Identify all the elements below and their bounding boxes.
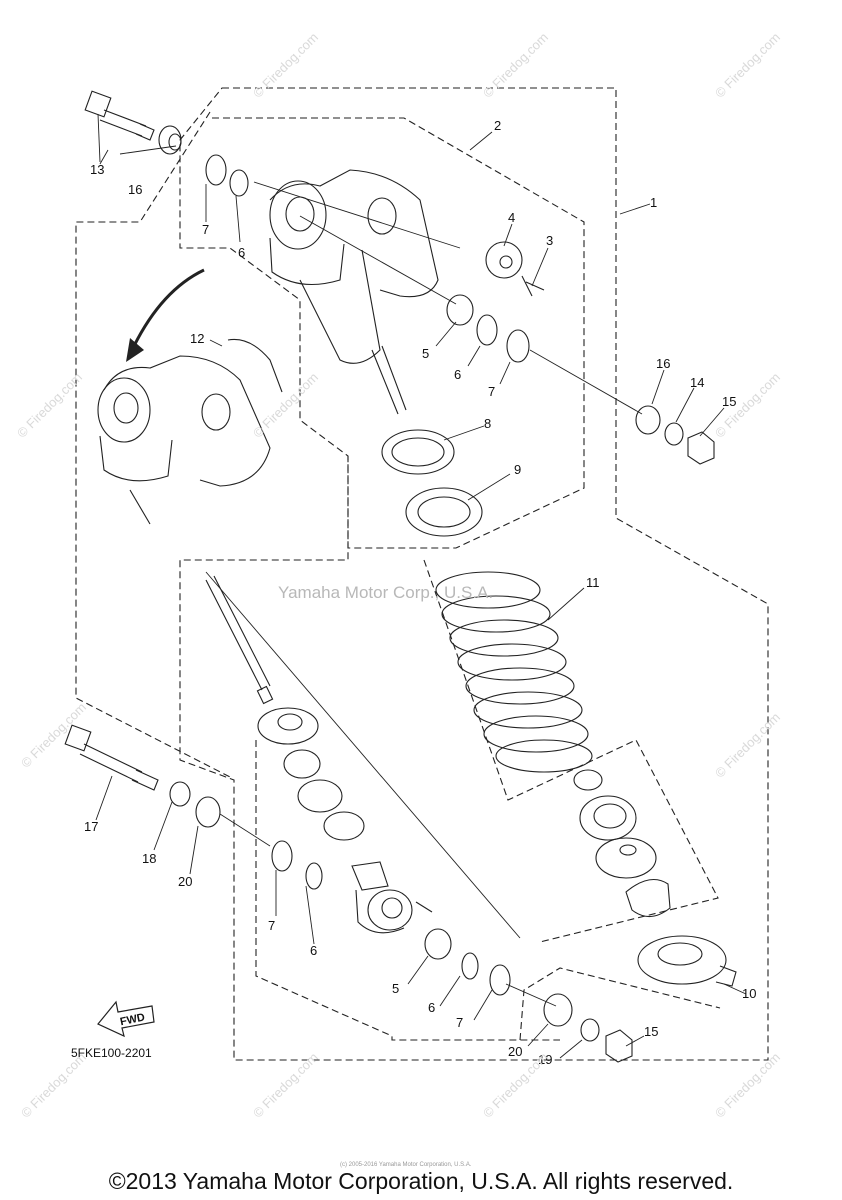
rotation-arrow	[132, 268, 205, 347]
fwd-label: FWD	[119, 1011, 146, 1028]
bearing-7-top-drawing	[205, 154, 227, 186]
leader-lines	[95, 113, 747, 1059]
group-outline-damper	[255, 740, 560, 1041]
circlip-6-lower-left-drawing	[305, 862, 323, 890]
callout-15: 15	[722, 394, 736, 409]
bolt-17-drawing	[64, 724, 159, 791]
bearing-7-lower-right-drawing	[489, 964, 511, 996]
collar-16-right-drawing	[635, 405, 661, 435]
nut-15-lower-drawing	[605, 1029, 633, 1063]
callout-14: 14	[690, 375, 704, 390]
bushing-5-upper-drawing	[446, 294, 474, 326]
callout-13: 13	[90, 162, 104, 177]
spring-stopper-10-drawing	[637, 935, 727, 985]
adjuster-9-drawing	[405, 487, 483, 537]
watermark-center: Yamaha Motor Corp., U.S.A.	[278, 583, 494, 602]
callout-labels: 1 2 3 4 5 6 6 7 7 8 9 10 11 12 13 14 15 …	[84, 118, 756, 1067]
forward-arrow: FWD	[97, 1000, 155, 1038]
callout-7: 7	[456, 1015, 463, 1030]
callout-5: 5	[422, 346, 429, 361]
callout-4: 4	[508, 210, 515, 225]
callout-16: 16	[656, 356, 670, 371]
cap-drawing	[625, 878, 671, 918]
callout-17: 17	[84, 819, 98, 834]
collar-20-left-drawing	[195, 796, 221, 828]
callout-7: 7	[202, 222, 209, 237]
callout-3: 3	[546, 233, 553, 248]
circlip-6-lower-right-drawing	[461, 952, 479, 980]
spring-seat-ring-drawing	[573, 769, 603, 791]
locknut-8-inner	[391, 437, 445, 467]
spring-stopper-10-inner	[657, 942, 703, 966]
tiny-copyright: (c) 2005-2016 Yamaha Motor Corporation, …	[340, 1162, 472, 1168]
washer-18-drawing	[169, 781, 191, 807]
callout-1: 1	[650, 195, 657, 210]
collar-20-lower-right-drawing	[543, 993, 573, 1027]
callout-20: 20	[178, 874, 192, 889]
callout-19: 19	[538, 1052, 552, 1067]
bearing-7-lower-left-drawing	[271, 840, 293, 872]
washer-14-drawing	[664, 422, 684, 446]
callout-10: 10	[742, 986, 756, 1001]
group-outline-spring	[423, 559, 719, 943]
adjuster-9-inner	[417, 496, 471, 528]
bolt-13-drawing	[84, 90, 155, 141]
circlip-6-top-drawing	[229, 169, 249, 197]
nut-15-right-drawing	[687, 431, 715, 465]
group-outline-lower	[519, 967, 721, 1041]
group-outline-1	[179, 87, 769, 1061]
circlip-6-right-drawing	[476, 314, 498, 346]
spring-11-drawing	[435, 571, 593, 773]
bump-stopper-inner	[619, 844, 637, 856]
adjuster-4-drawing	[485, 241, 523, 279]
group-outline-left	[75, 111, 233, 779]
callout-7: 7	[488, 384, 495, 399]
callout-6: 6	[238, 245, 245, 260]
damper-seal-3-drawing	[323, 811, 365, 841]
bearing-7-right-drawing	[506, 329, 530, 363]
callout-8: 8	[484, 416, 491, 431]
damper-seal-1-drawing	[257, 707, 319, 745]
copyright-footer: ©2013 Yamaha Motor Corporation, U.S.A. A…	[108, 1168, 734, 1194]
washer-19-drawing	[580, 1018, 600, 1042]
shock-assembly-12-drawing	[97, 338, 283, 525]
callout-2: 2	[494, 118, 501, 133]
bump-stopper-drawing	[595, 837, 657, 879]
group-outline-2	[212, 117, 585, 549]
shock-absorber-body-drawing	[269, 169, 439, 415]
adjuster-4-hub	[499, 255, 513, 269]
locknut-8-drawing	[381, 429, 455, 475]
rotation-arrow-head	[126, 338, 144, 362]
damper-seal-1-inner	[277, 713, 303, 731]
callout-20: 20	[508, 1044, 522, 1059]
damper-rod-end	[256, 685, 274, 705]
damper-rod-drawing	[205, 575, 271, 691]
callout-18: 18	[142, 851, 156, 866]
callout-9: 9	[514, 462, 521, 477]
collar-16-top-drawing	[158, 125, 182, 155]
callout-6: 6	[428, 1000, 435, 1015]
damper-valve-drawing	[297, 779, 343, 813]
callout-6: 6	[310, 943, 317, 958]
callout-11: 11	[586, 575, 600, 590]
spring-stopper-10-tab	[715, 965, 737, 987]
damper-seal-2-drawing	[283, 749, 321, 779]
callout-6: 6	[454, 367, 461, 382]
spring-guide-inner	[593, 803, 627, 829]
bushing-5-lower-drawing	[424, 928, 452, 960]
spring-guide-drawing	[579, 795, 637, 841]
diagram-part-code: 5FKE100-2201	[71, 1046, 152, 1060]
callout-15: 15	[644, 1024, 658, 1039]
lower-rod-end-drawing	[351, 861, 433, 934]
screw-3-drawing	[521, 275, 545, 297]
callout-5: 5	[392, 981, 399, 996]
callout-16: 16	[128, 182, 142, 197]
callout-12: 12	[190, 331, 204, 346]
callout-7: 7	[268, 918, 275, 933]
